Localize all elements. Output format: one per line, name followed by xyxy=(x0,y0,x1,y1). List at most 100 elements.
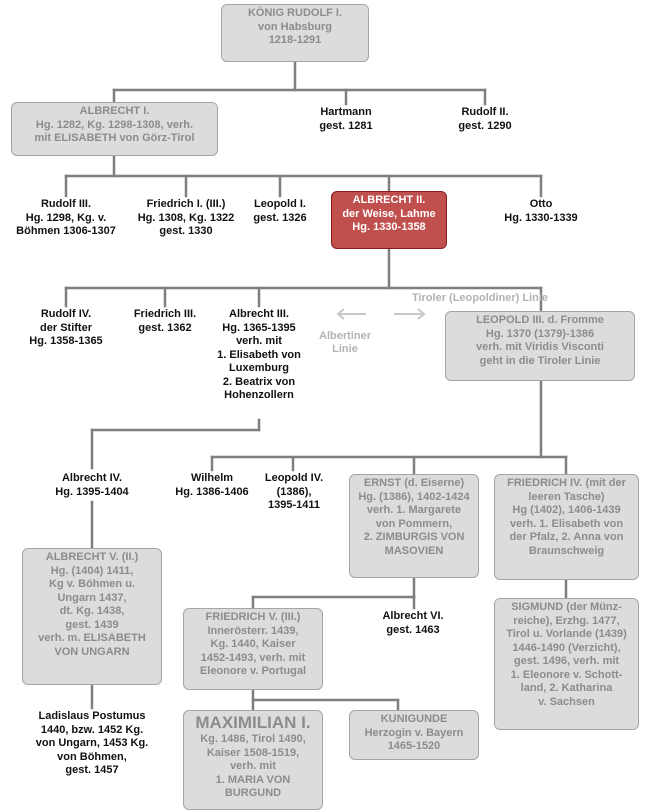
node-line: gest. 1281 xyxy=(319,119,373,132)
node-line: 1. Eleonore v. Schott- xyxy=(510,668,623,681)
node-line: von Böhmen, xyxy=(57,750,127,763)
node-line: verh. mit xyxy=(230,760,276,772)
node-maximilian-i: MAXIMILIAN I.Kg. 1486, Tirol 1490,Kaiser… xyxy=(183,710,323,810)
node-line: Albrecht VI. xyxy=(382,610,444,622)
node-line: Leopold I. xyxy=(254,198,306,210)
node-line: 1452-1493, verh. mit xyxy=(200,651,306,664)
node-line: Hg. 1358-1365 xyxy=(29,335,103,347)
node-line: Kg. 1440, Kaiser xyxy=(210,638,296,650)
node-line: Ladislaus Postumus xyxy=(38,710,146,722)
node-line: verh. 1. Margarete xyxy=(366,504,462,516)
node-line: von Habsburg xyxy=(258,20,332,33)
node-line: Hg. 1308, Kg. 1322 xyxy=(137,211,235,224)
node-rudolf-iii: Rudolf III.Hg. 1298, Kg. v.Böhmen 1306-1… xyxy=(6,198,126,239)
node-line: BURGUND xyxy=(224,787,282,799)
node-line: Hg. 1330-1358 xyxy=(352,221,426,233)
node-line: Hg. 1298, Kg. v. xyxy=(25,211,107,224)
node-line: verh. mit Viridis Visconti xyxy=(476,341,604,353)
node-friedrich-iii: Friedrich III.gest. 1362 xyxy=(115,308,215,335)
node-line: LEOPOLD III. d. Fromme xyxy=(476,314,604,326)
node-line: 2. ZIMBURGIS VON xyxy=(363,531,465,543)
node-line: ALBRECHT II. xyxy=(352,194,426,206)
node-line: Hg. 1365-1395 xyxy=(222,321,296,334)
node-line: von Ungarn, 1453 Kg. xyxy=(35,737,149,749)
node-line: gest. 1457 xyxy=(65,764,119,776)
node-line: gest. 1463 xyxy=(386,623,440,636)
node-line: Hg. 1395-1404 xyxy=(55,485,129,498)
node-line: 1. Elisabeth von xyxy=(217,348,301,361)
node-line: Hartmann xyxy=(320,106,372,118)
node-albrecht-v: ALBRECHT V. (II.)Hg. (1404) 1411,Kg v. B… xyxy=(22,548,162,685)
node-line: Braunschweig xyxy=(528,544,605,557)
node-line: Hg. (1404) 1411, xyxy=(50,564,134,577)
node-line: ERNST (d. Eiserne) xyxy=(363,477,465,489)
node-line: geht in die Tiroler Linie xyxy=(479,354,601,367)
node-line: 1395-1411 xyxy=(268,499,320,511)
node-line: gest. 1362 xyxy=(138,321,192,334)
node-line: von Pommern, xyxy=(375,517,453,530)
node-line: Kg. 1486, Tirol 1490, xyxy=(200,733,306,745)
node-line: Hg. 1330-1339 xyxy=(504,211,578,224)
node-line: verh. m. ELISABETH xyxy=(38,632,146,644)
node-line: KÖNIG RUDOLF I. xyxy=(247,7,343,19)
node-line: Leopold IV. xyxy=(264,472,324,484)
node-line: Hg. (1386), 1402-1424 xyxy=(358,490,470,503)
node-albrecht-iv: Albrecht IV.Hg. 1395-1404 xyxy=(37,472,147,499)
node-line: Eleonore v. Portugal xyxy=(199,665,307,677)
direction-arrows xyxy=(336,308,426,320)
node-line: mit ELISABETH von Görz-Tirol xyxy=(34,132,195,144)
node-line: land, 2. Katharina xyxy=(520,682,613,694)
node-line: 1446-1490 (Verzicht), xyxy=(512,641,621,654)
node-line: reiche), Erzhg. 1477, xyxy=(513,614,620,627)
node-line: 1465-1520 xyxy=(387,740,441,752)
node-line: v. Sachsen xyxy=(538,695,595,708)
node-line: Böhmen 1306-1307 xyxy=(16,225,116,237)
node-line: Tirol u. Vorlande (1439) xyxy=(506,628,627,640)
node-line: Hohenzollern xyxy=(224,389,294,401)
node-line: Hg (1402), 1406-1439 xyxy=(512,504,621,516)
node-line: Kg v. Böhmen u. xyxy=(49,578,135,590)
node-line: ALBRECHT I. xyxy=(79,105,150,117)
node-line: gest. 1290 xyxy=(458,119,512,132)
node-line: gest. 1326 xyxy=(253,211,307,224)
node-leopold-i: Leopold I.gest. 1326 xyxy=(240,198,320,225)
node-line: Rudolf IV. xyxy=(40,308,92,320)
node-line: Hg. 1386-1406 xyxy=(175,485,249,498)
node-line: Friedrich I. (III.) xyxy=(146,198,226,210)
node-leopold-iv: Leopold IV.(1386),1395-1411 xyxy=(253,472,335,513)
node-line: 1440, bzw. 1452 Kg. xyxy=(40,723,144,736)
node-line: gest. 1330 xyxy=(159,225,213,237)
node-line: Herzogin v. Bayern xyxy=(364,726,464,739)
node-line: Rudolf II. xyxy=(461,106,509,118)
node-line: Hg. 1282, Kg. 1298-1308, verh. xyxy=(35,118,194,131)
node-line: verh. mit xyxy=(236,335,282,347)
node-line: MASOVIEN xyxy=(384,544,444,557)
node-line: der Pfalz, 2. Anna von xyxy=(509,531,624,543)
node-line: Albrecht III. xyxy=(229,308,289,320)
node-line: der Stifter xyxy=(40,321,92,334)
node-line: FRIEDRICH IV. (mit der xyxy=(507,477,626,489)
node-line: Rudolf III. xyxy=(40,198,92,210)
node-line: SIGMUND (der Münz- xyxy=(511,601,622,613)
node-line: dt. Kg. 1438, xyxy=(59,605,125,617)
node-line: ALBRECHT V. (II.) xyxy=(45,551,139,563)
node-line: der Weise, Lahme xyxy=(342,207,436,220)
node-line: Wilhelm xyxy=(190,472,234,484)
node-line: gest. 1439 xyxy=(65,618,119,631)
node-line: 1218-1291 xyxy=(268,34,322,46)
node-albrecht-vi: Albrecht VI.gest. 1463 xyxy=(363,610,463,637)
node-line: leeren Tasche) xyxy=(528,490,605,503)
node-line: 1. MARIA VON xyxy=(215,773,291,786)
node-line: Otto xyxy=(529,198,553,210)
